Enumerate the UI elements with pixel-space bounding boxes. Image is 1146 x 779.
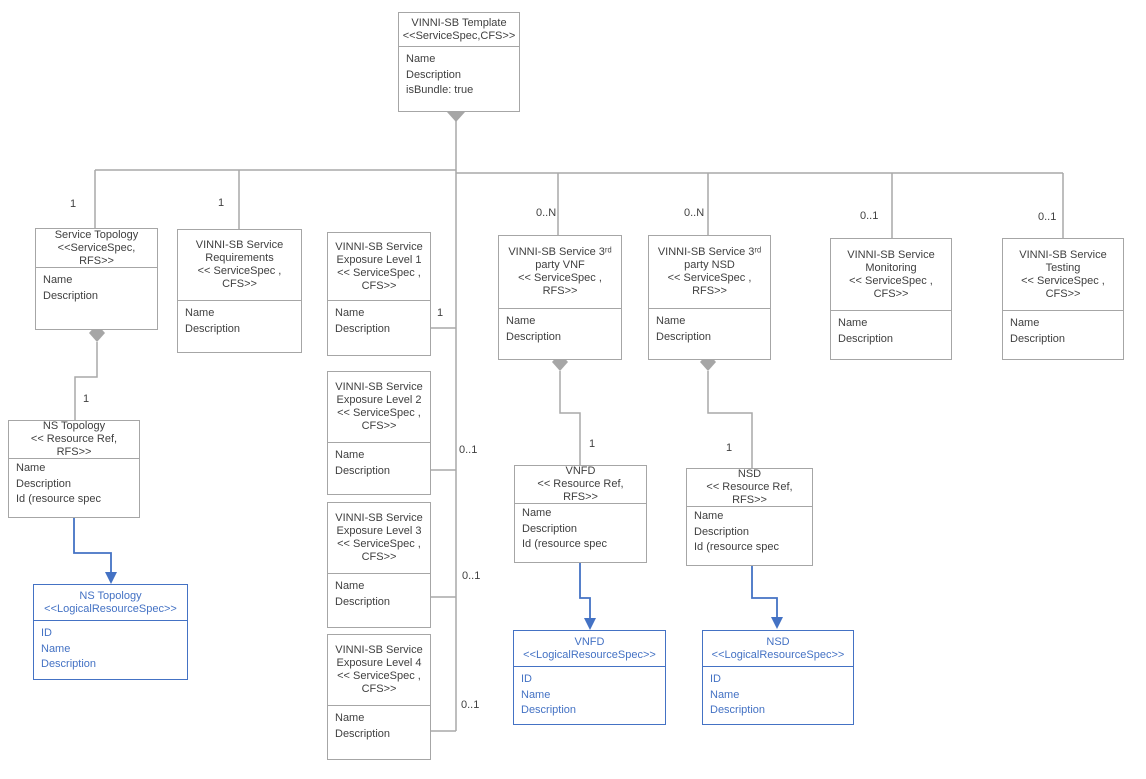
multiplicity-vnf3party: 0..N bbox=[536, 207, 557, 219]
class-title: NS Topology << Resource Ref, RFS>> bbox=[9, 420, 139, 459]
class-title: VINNI-SB Service Exposure Level 3 << Ser… bbox=[328, 503, 430, 574]
class-title: NSD << Resource Ref, RFS>> bbox=[687, 468, 812, 507]
multiplicity-nsd-ref: 1 bbox=[726, 442, 733, 454]
class-attributes: Name Description Id (resource spec bbox=[16, 462, 101, 505]
multiplicity-testing: 0..1 bbox=[1038, 211, 1057, 223]
class-attributes: Name Description bbox=[335, 307, 391, 335]
class-title: NS Topology <<LogicalResourceSpec>> bbox=[34, 585, 187, 621]
class-service-testing: VINNI-SB Service Testing << ServiceSpec … bbox=[1002, 238, 1124, 360]
multiplicity-exposure4: 0..1 bbox=[461, 699, 480, 711]
class-3rd-party-nsd: VINNI-SB Service 3ʳᵈ party NSD << Servic… bbox=[648, 235, 771, 360]
class-ns-topology-spec: NS Topology <<LogicalResourceSpec>> ID N… bbox=[33, 584, 188, 680]
multiplicity-exposure1: 1 bbox=[437, 307, 444, 319]
class-exposure-level-1: VINNI-SB Service Exposure Level 1 << Ser… bbox=[327, 232, 431, 356]
class-title: VINNI-SB Service Monitoring << ServiceSp… bbox=[831, 239, 951, 311]
class-title: VINNI-SB Service Exposure Level 4 << Ser… bbox=[328, 635, 430, 706]
class-service-requirements: VINNI-SB Service Requirements << Service… bbox=[177, 229, 302, 353]
multiplicity-exposure2: 0..1 bbox=[459, 444, 478, 456]
dependency-line-vnfd bbox=[579, 563, 591, 621]
multiplicity-exposure3: 0..1 bbox=[462, 570, 481, 582]
dependency-arrowhead-vnfd bbox=[584, 618, 596, 630]
class-vnfd-spec: VNFD <<LogicalResourceSpec>> ID Name Des… bbox=[513, 630, 666, 725]
class-attributes: Name Description isBundle: true bbox=[406, 53, 474, 96]
class-title: VINNI-SB Service Requirements << Service… bbox=[178, 230, 301, 301]
connector-vnf-to-vnfd-ref bbox=[559, 371, 581, 465]
class-attributes: ID Name Description bbox=[710, 673, 766, 716]
class-title: VINNI-SB Service 3ʳᵈ party VNF << Servic… bbox=[499, 236, 621, 309]
class-service-monitoring: VINNI-SB Service Monitoring << ServiceSp… bbox=[830, 238, 952, 360]
multiplicity-service-topology: 1 bbox=[70, 198, 77, 210]
multiplicity-nsd3party: 0..N bbox=[684, 207, 705, 219]
class-title: VINNI-SB Service Exposure Level 2 << Ser… bbox=[328, 372, 430, 443]
class-attributes: Name Description bbox=[185, 307, 241, 335]
connector-nsd-to-nsd-ref bbox=[707, 371, 753, 468]
multiplicity-monitoring: 0..1 bbox=[860, 210, 879, 222]
multiplicity-requirements: 1 bbox=[218, 197, 225, 209]
dependency-line-ns-topology bbox=[73, 518, 112, 575]
class-title: VNFD << Resource Ref, RFS>> bbox=[515, 465, 646, 504]
connector-service-topology-to-ns-ref bbox=[74, 342, 98, 420]
class-vinni-sb-template: VINNI-SB Template <<ServiceSpec,CFS>> Na… bbox=[398, 12, 520, 112]
class-title: VNFD <<LogicalResourceSpec>> bbox=[514, 631, 665, 667]
class-attributes: Name Description bbox=[1010, 317, 1066, 345]
class-title: NSD <<LogicalResourceSpec>> bbox=[703, 631, 853, 667]
class-exposure-level-3: VINNI-SB Service Exposure Level 3 << Ser… bbox=[327, 502, 431, 628]
class-vnfd-ref: VNFD << Resource Ref, RFS>> Name Descrip… bbox=[514, 465, 647, 563]
class-service-topology: Service Topology <<ServiceSpec, RFS>> Na… bbox=[35, 228, 158, 330]
class-attributes: Name Description bbox=[335, 449, 391, 477]
multiplicity-ns-topology-ref: 1 bbox=[83, 393, 90, 405]
class-nsd-ref: NSD << Resource Ref, RFS>> Name Descript… bbox=[686, 468, 813, 566]
class-attributes: Name Description bbox=[335, 712, 391, 740]
class-attributes: ID Name Description bbox=[521, 673, 577, 716]
class-exposure-level-2: VINNI-SB Service Exposure Level 2 << Ser… bbox=[327, 371, 431, 495]
class-attributes: ID Name Description bbox=[41, 627, 97, 670]
class-attributes: Name Description bbox=[335, 580, 391, 608]
dependency-arrowhead-ns-topology bbox=[105, 572, 117, 584]
class-title: VINNI-SB Service Exposure Level 1 << Ser… bbox=[328, 233, 430, 301]
class-title: VINNI-SB Service Testing << ServiceSpec … bbox=[1003, 239, 1123, 311]
class-attributes: Name Description Id (resource spec bbox=[694, 510, 779, 553]
dependency-line-nsd bbox=[751, 566, 778, 620]
multiplicity-vnfd-ref: 1 bbox=[589, 438, 596, 450]
class-attributes: Name Description bbox=[656, 315, 712, 343]
class-attributes: Name Description bbox=[838, 317, 894, 345]
class-attributes: Name Description bbox=[43, 274, 99, 302]
class-title: VINNI-SB Service 3ʳᵈ party NSD << Servic… bbox=[649, 236, 770, 309]
class-ns-topology-ref: NS Topology << Resource Ref, RFS>> Name … bbox=[8, 420, 140, 518]
class-3rd-party-vnf: VINNI-SB Service 3ʳᵈ party VNF << Servic… bbox=[498, 235, 622, 360]
class-attributes: Name Description Id (resource spec bbox=[522, 507, 607, 550]
class-nsd-spec: NSD <<LogicalResourceSpec>> ID Name Desc… bbox=[702, 630, 854, 725]
class-title: Service Topology <<ServiceSpec, RFS>> bbox=[36, 229, 157, 268]
class-attributes: Name Description bbox=[506, 315, 562, 343]
class-title: VINNI-SB Template <<ServiceSpec,CFS>> bbox=[399, 13, 519, 47]
class-exposure-level-4: VINNI-SB Service Exposure Level 4 << Ser… bbox=[327, 634, 431, 760]
dependency-arrowhead-nsd bbox=[771, 617, 783, 629]
